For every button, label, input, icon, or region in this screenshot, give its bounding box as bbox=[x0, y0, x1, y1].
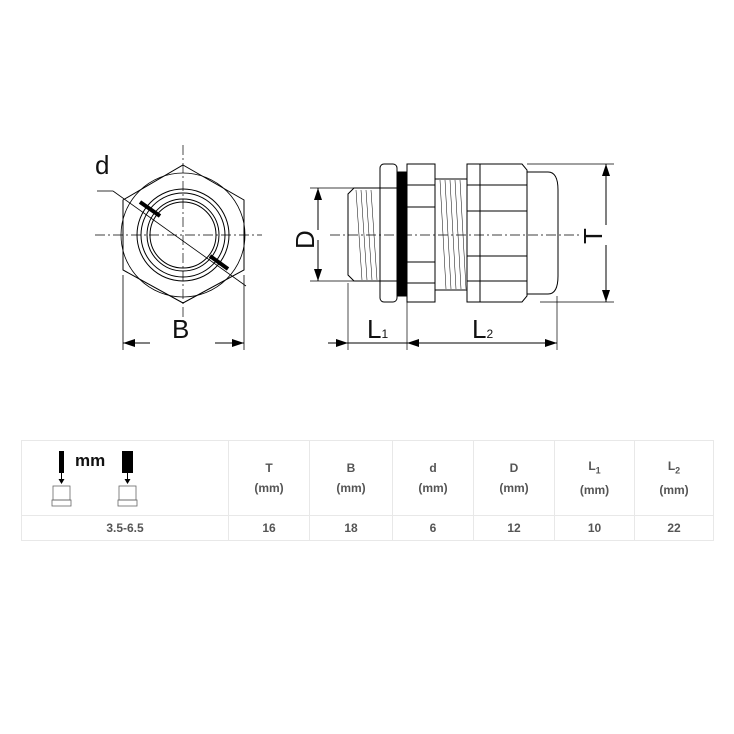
cell-B: 18 bbox=[309, 515, 393, 541]
cable-range-header: mm bbox=[21, 440, 229, 516]
label-L1: L1 bbox=[367, 314, 388, 344]
cable-gland-drawing: d B bbox=[95, 145, 614, 350]
header-T: T(mm) bbox=[228, 440, 310, 516]
table-row: 3.5-6.5 16 18 6 12 10 22 bbox=[21, 515, 714, 541]
label-L2: L2 bbox=[472, 314, 493, 344]
label-B: B bbox=[172, 314, 189, 344]
cell-range: 3.5-6.5 bbox=[21, 515, 229, 541]
header-D: D(mm) bbox=[473, 440, 555, 516]
header-L1: L1(mm) bbox=[554, 440, 635, 516]
cell-L2: 22 bbox=[634, 515, 714, 541]
header-L2: L2(mm) bbox=[634, 440, 714, 516]
cell-L1: 10 bbox=[554, 515, 635, 541]
cell-T: 16 bbox=[228, 515, 310, 541]
front-view bbox=[95, 145, 262, 350]
label-D: D bbox=[290, 230, 320, 249]
header-B: B(mm) bbox=[309, 440, 393, 516]
unit-mm-label: mm bbox=[75, 451, 106, 470]
side-view bbox=[310, 163, 614, 350]
cable-range-icon bbox=[51, 451, 138, 507]
table-header-row: mm T(mm) B(mm) d(mm) D(mm) L1(mm) L2(mm) bbox=[21, 440, 714, 516]
dimensions-table: mm T(mm) B(mm) d(mm) D(mm) L1(mm) L2(mm)… bbox=[21, 440, 714, 541]
label-T: T bbox=[578, 228, 608, 244]
header-d: d(mm) bbox=[392, 440, 474, 516]
cell-d: 6 bbox=[392, 515, 474, 541]
label-d: d bbox=[95, 150, 109, 180]
cell-D: 12 bbox=[473, 515, 555, 541]
